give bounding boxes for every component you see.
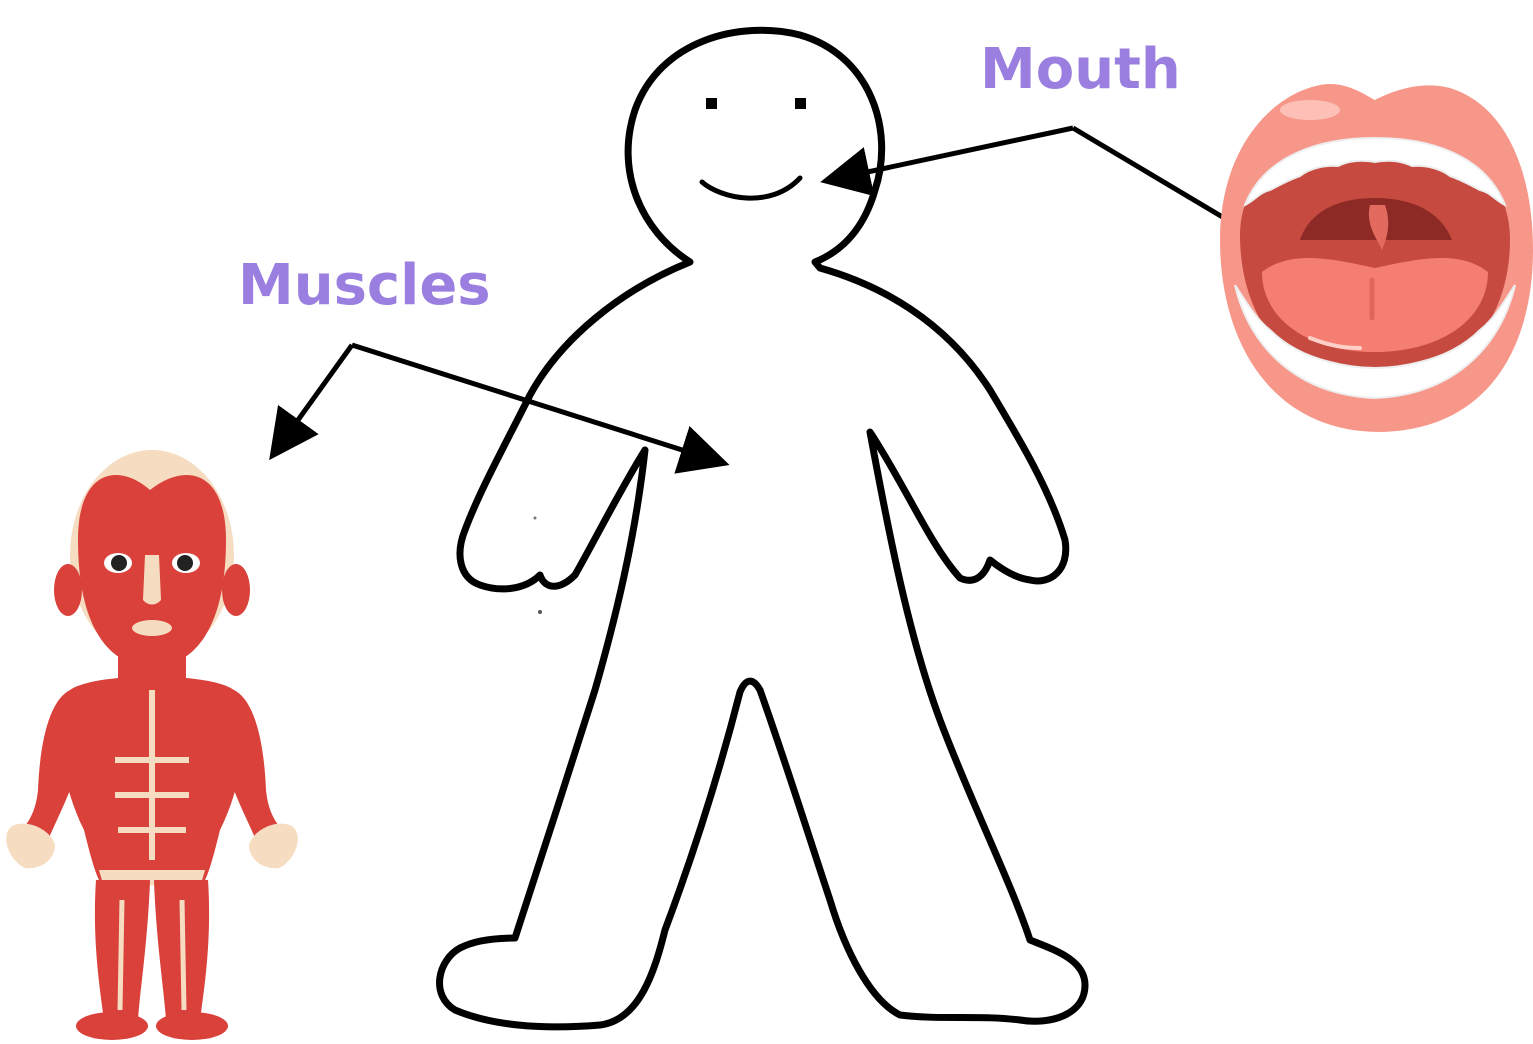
label-muscles: Muscles <box>238 258 491 314</box>
label-mouth: Mouth <box>980 42 1181 98</box>
